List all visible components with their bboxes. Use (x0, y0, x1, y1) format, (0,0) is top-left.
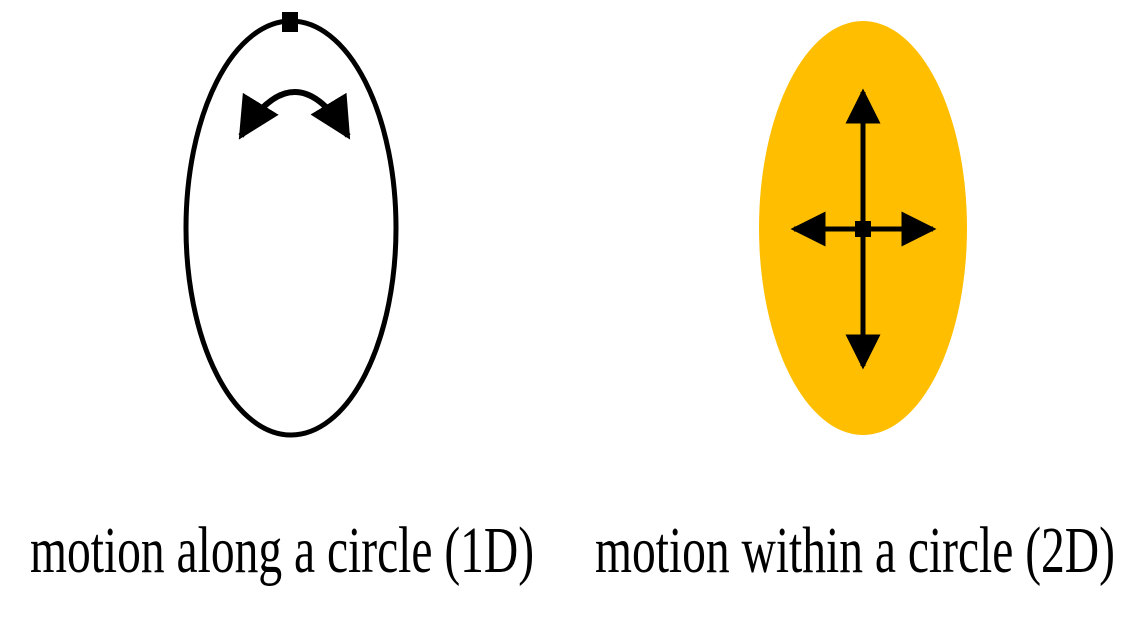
point-marker (855, 221, 871, 237)
panel-2d (759, 21, 967, 435)
caption-1d: motion along a circle (1D) (30, 514, 535, 587)
point-marker (282, 12, 298, 32)
panel-1d (183, 12, 399, 438)
caption-2d: motion within a circle (2D) (595, 514, 1115, 587)
double-arrow-along-circle (238, 89, 351, 140)
circle-outline (183, 18, 399, 438)
